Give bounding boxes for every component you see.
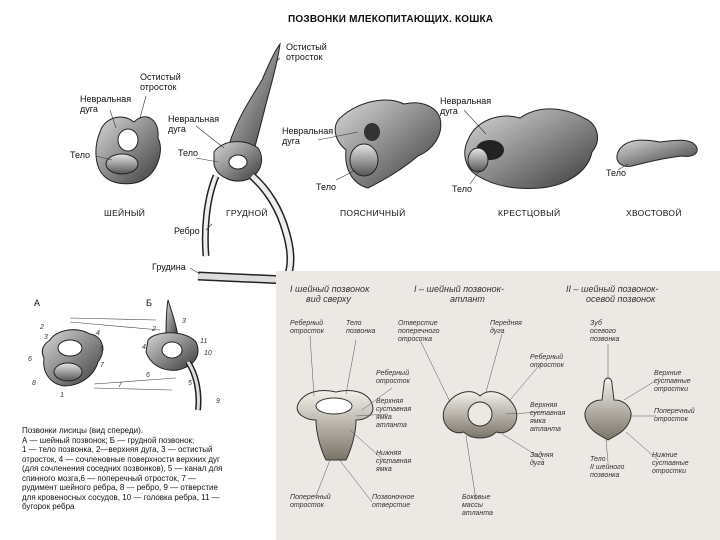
atlas-top-view-drawing <box>296 390 374 461</box>
thoracic-vertebra-drawing <box>197 42 295 285</box>
label-rib: Ребро <box>174 226 200 236</box>
fox-num: 4 <box>142 344 146 351</box>
page-title: ПОЗВОНКИ МЛЕКОПИТАЮЩИХ. КОШКА <box>288 14 494 25</box>
label-body-thoracic: Тело <box>178 148 199 158</box>
label-body-lumbar: Тело <box>316 182 337 192</box>
lumbar-vertebra-drawing <box>334 99 442 189</box>
fox-num: 6 <box>146 372 150 379</box>
atlas-drawing <box>442 391 518 439</box>
axis-drawing <box>584 377 632 441</box>
caudal-vertebra-drawing <box>616 139 698 167</box>
type-thoracic: ГРУДНОЙ <box>226 208 268 218</box>
panel-leader-lines <box>309 333 661 503</box>
fox-num: 3 <box>44 334 48 341</box>
fox-num: 7 <box>118 382 122 389</box>
type-lumbar: ПОЯСНИЧНЫЙ <box>340 208 406 218</box>
type-sacral: КРЕСТЦОВЫЙ <box>498 208 561 218</box>
fox-num: 8 <box>32 380 36 387</box>
label-sternum: Грудина <box>152 262 186 272</box>
sacral-vertebra-drawing <box>464 108 599 189</box>
fox-vertebrae-drawing <box>41 299 202 411</box>
fox-num: 9 <box>216 398 220 405</box>
fox-num: 2 <box>40 324 44 331</box>
fox-letter-b: Б <box>146 298 152 308</box>
type-caudal: ХВОСТОВОЙ <box>626 208 682 218</box>
fox-num: 1 <box>60 392 64 399</box>
fox-letter-a: А <box>34 298 41 308</box>
top-leader-lines <box>95 57 629 275</box>
fox-caption: Позвонки лисицы (вид спереди). А — шейны… <box>22 426 223 511</box>
fox-num: 10 <box>204 350 212 357</box>
type-cervical: ШЕЙНЫЙ <box>104 208 146 218</box>
fox-num: 7 <box>100 362 104 369</box>
fox-num: 4 <box>96 330 100 337</box>
fox-num: 2 <box>152 326 156 333</box>
panel-header-axis: II – шейный позвонок-осевой позвонок <box>566 284 659 304</box>
cervical-vertebra-drawing <box>95 116 161 185</box>
label-body-caudal: Тело <box>606 168 627 178</box>
fox-num: 5 <box>188 380 192 387</box>
label-body-sacral: Тело <box>452 184 473 194</box>
fox-num: 5 <box>100 346 104 353</box>
label-body-cervical: Тело <box>70 150 91 160</box>
fox-num: 3 <box>182 318 186 325</box>
panel-header-atlas: I – шейный позвонок-атлант <box>414 284 504 304</box>
fox-num: 11 <box>200 338 208 345</box>
fox-num: 6 <box>28 356 32 363</box>
